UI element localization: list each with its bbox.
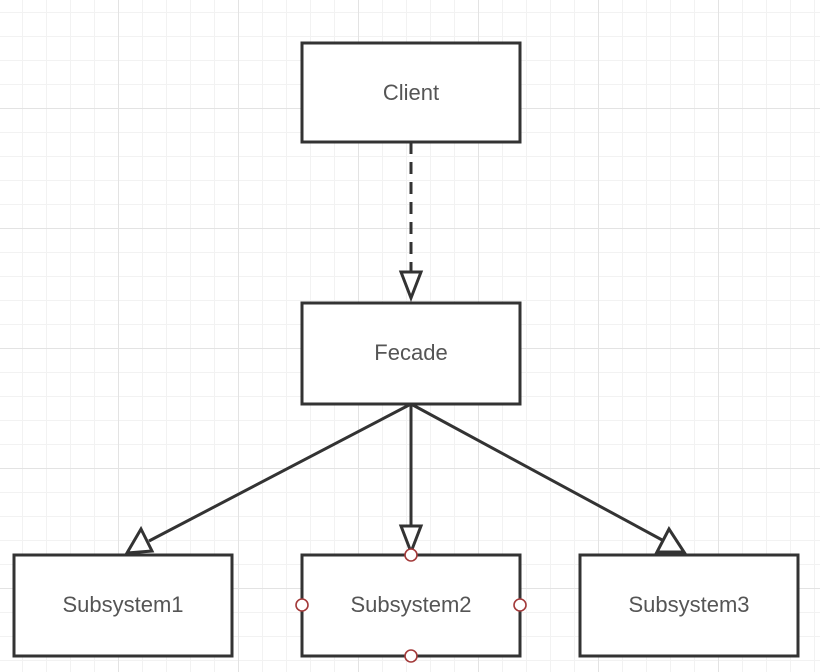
- subsystem2-label: Subsystem2: [350, 592, 471, 617]
- edge-fecade-to-subsystem1[interactable]: [148, 402, 412, 543]
- client-label: Client: [383, 80, 439, 105]
- connection-handle-bottom[interactable]: [404, 649, 418, 663]
- edges: [124, 142, 687, 557]
- node-fecade[interactable]: Fecade: [300, 301, 522, 406]
- node-subsystem1[interactable]: Subsystem1: [12, 553, 234, 658]
- edge-fecade-to-subsystem3[interactable]: [410, 402, 665, 543]
- arrowhead-fecade-to-subsystem3: [654, 526, 687, 554]
- subsystem3-box[interactable]: [578, 553, 800, 658]
- arrowhead-fecade-to-subsystem1: [124, 525, 155, 555]
- subsystem1-box[interactable]: [12, 553, 234, 658]
- node-subsystem2[interactable]: Subsystem2: [295, 548, 527, 663]
- arrowhead-client-to-fecade: [398, 270, 424, 303]
- client-box[interactable]: [300, 41, 522, 144]
- subsystem1-label: Subsystem1: [62, 592, 183, 617]
- subsystem3-label: Subsystem3: [628, 592, 749, 617]
- connection-handle-right[interactable]: [513, 598, 527, 612]
- arrowhead-fecade-to-subsystem2: [398, 524, 424, 557]
- fecade-label: Fecade: [374, 340, 447, 365]
- node-client[interactable]: Client: [300, 41, 522, 144]
- fecade-box[interactable]: [300, 301, 522, 406]
- connection-handle-left[interactable]: [295, 598, 309, 612]
- connection-handle-top[interactable]: [404, 548, 418, 562]
- node-subsystem3[interactable]: Subsystem3: [578, 553, 800, 658]
